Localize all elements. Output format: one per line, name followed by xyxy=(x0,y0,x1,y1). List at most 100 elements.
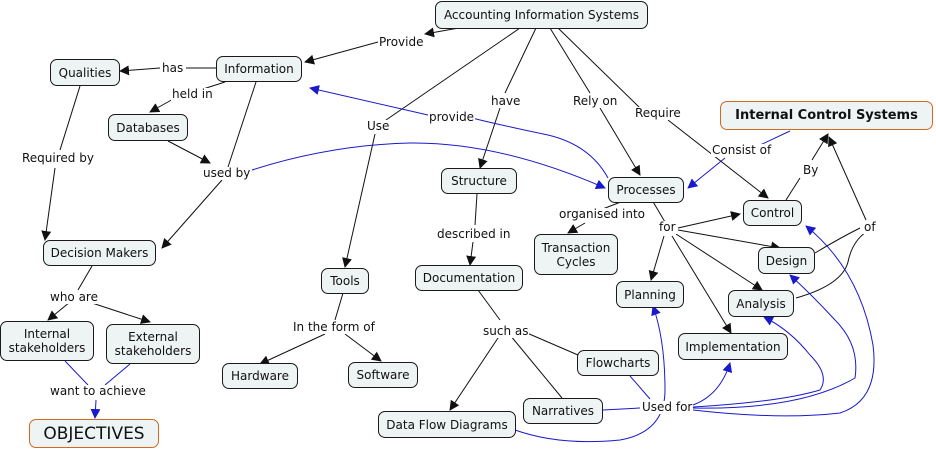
concept-flowcharts[interactable]: Flowcharts xyxy=(577,350,659,376)
link-dfd-usedfor xyxy=(514,305,666,443)
link-provide-information-blue xyxy=(309,85,429,116)
link-require-control xyxy=(667,119,769,199)
link-usedfor-implementation xyxy=(692,362,733,406)
link-whoare-internal xyxy=(47,301,71,321)
link-label-organised-into: organised into xyxy=(558,207,647,221)
concept-information[interactable]: Information xyxy=(216,56,302,82)
concept-objectives[interactable]: OBJECTIVES xyxy=(29,419,159,448)
concept-implementation[interactable]: Implementation xyxy=(678,333,788,360)
link-usedby-processes xyxy=(251,142,606,189)
link-label-used-by: used by xyxy=(202,166,252,180)
link-design-of xyxy=(814,227,861,254)
link-ais-have xyxy=(504,27,537,94)
link-have-structure xyxy=(478,107,501,169)
link-heldin-databases xyxy=(149,97,176,113)
concept-software[interactable]: Software xyxy=(348,362,418,388)
concept-transaction-cycles[interactable]: Transaction Cycles xyxy=(534,234,618,275)
link-label-rely-on: Rely on xyxy=(572,94,619,108)
link-inform-hardware xyxy=(259,333,326,365)
link-for-planning xyxy=(648,235,665,281)
concept-narratives[interactable]: Narratives xyxy=(523,398,603,424)
link-describedin-documentation xyxy=(466,241,477,266)
link-of-ics xyxy=(828,136,867,221)
link-suchas-narratives xyxy=(509,334,563,399)
link-narratives-usedfor xyxy=(602,407,641,411)
link-label-have: have xyxy=(490,94,522,108)
link-label-use: Use xyxy=(366,119,391,133)
link-usedfor-control xyxy=(692,225,875,417)
link-decisionmakers-whoare xyxy=(77,265,93,291)
link-want-objectives xyxy=(90,399,101,419)
link-use-tools xyxy=(342,133,376,268)
link-usedfor-analysis xyxy=(692,316,824,408)
concept-decision-makers[interactable]: Decision Makers xyxy=(43,240,156,266)
concept-databases[interactable]: Databases xyxy=(108,114,188,141)
link-label-require: Require xyxy=(634,106,682,120)
link-information-decisionmakers xyxy=(162,81,257,248)
link-label-has: has xyxy=(161,61,185,75)
link-suchas-flowcharts xyxy=(519,329,579,356)
concept-internal-stakeholders[interactable]: Internal stakeholders xyxy=(0,321,94,361)
link-organised-transaction xyxy=(567,222,586,234)
link-by-ics xyxy=(811,133,829,161)
link-usedfor-design xyxy=(692,274,857,409)
link-label-described-in: described in xyxy=(436,227,512,241)
link-tools-inform xyxy=(334,292,344,321)
link-relyon-processes xyxy=(599,107,641,176)
concept-control[interactable]: Control xyxy=(743,200,802,226)
concept-external-stakeholders[interactable]: External stakeholders xyxy=(106,324,200,364)
link-control-by xyxy=(785,177,801,201)
link-consistof-processes xyxy=(687,157,726,189)
link-label-such-as: such as xyxy=(482,324,530,338)
link-flowcharts-usedfor xyxy=(629,375,651,400)
link-label-for: for xyxy=(658,220,677,234)
concept-accounting-information-systems[interactable]: Accounting Information Systems xyxy=(435,1,648,29)
link-for-design xyxy=(677,229,781,252)
link-label-who-are: who are xyxy=(49,290,99,304)
link-processes-for xyxy=(651,199,666,223)
concept-data-flow-diagrams[interactable]: Data Flow Diagrams xyxy=(378,411,516,438)
concept-hardware[interactable]: Hardware xyxy=(222,363,298,389)
link-label-required-by: Required by xyxy=(21,151,95,165)
concept-design[interactable]: Design xyxy=(758,247,815,274)
link-label-by: By xyxy=(802,163,820,177)
link-provide-information xyxy=(304,41,379,65)
link-analysis-of xyxy=(795,231,867,299)
link-has-qualities xyxy=(119,65,161,76)
link-label-of: of xyxy=(863,220,877,234)
link-label-in-the-form-of: In the form of xyxy=(292,320,376,334)
link-internal-want xyxy=(64,360,89,386)
concept-processes[interactable]: Processes xyxy=(608,177,684,203)
link-for-control xyxy=(677,211,741,229)
link-label-used-for: Used for xyxy=(641,400,694,414)
link-ics-consistof xyxy=(757,130,791,147)
link-structure-describedin xyxy=(474,193,478,226)
link-for-implementation xyxy=(671,235,732,334)
link-label-provide: Provide xyxy=(378,35,425,49)
link-label-consist-of: Consist of xyxy=(711,143,773,157)
link-databases-usedby xyxy=(167,140,211,164)
link-for-analysis xyxy=(675,233,763,291)
concept-internal-control-systems[interactable]: Internal Control Systems xyxy=(720,101,933,130)
link-suchas-dfd xyxy=(449,334,501,411)
concept-tools[interactable]: Tools xyxy=(321,268,369,294)
link-requiredby-decisionmakers xyxy=(41,167,56,241)
link-processes-provide xyxy=(471,117,609,179)
concept-analysis[interactable]: Analysis xyxy=(728,290,794,317)
link-label-held-in: held in xyxy=(171,87,214,101)
link-ais-use xyxy=(385,27,521,121)
link-ais-relyon xyxy=(549,27,591,94)
link-ais-require xyxy=(557,27,641,109)
link-label-provide-lower: provide xyxy=(428,110,476,124)
link-qualities-requiredby xyxy=(59,85,81,151)
link-label-want-to-achieve: want to achieve xyxy=(49,384,147,398)
link-inform-software xyxy=(344,333,382,362)
concept-qualities[interactable]: Qualities xyxy=(50,59,120,86)
concept-documentation[interactable]: Documentation xyxy=(415,265,523,291)
concept-planning[interactable]: Planning xyxy=(616,281,684,308)
link-external-want xyxy=(104,363,131,386)
link-whoare-external xyxy=(91,302,151,324)
concept-structure[interactable]: Structure xyxy=(441,168,517,194)
